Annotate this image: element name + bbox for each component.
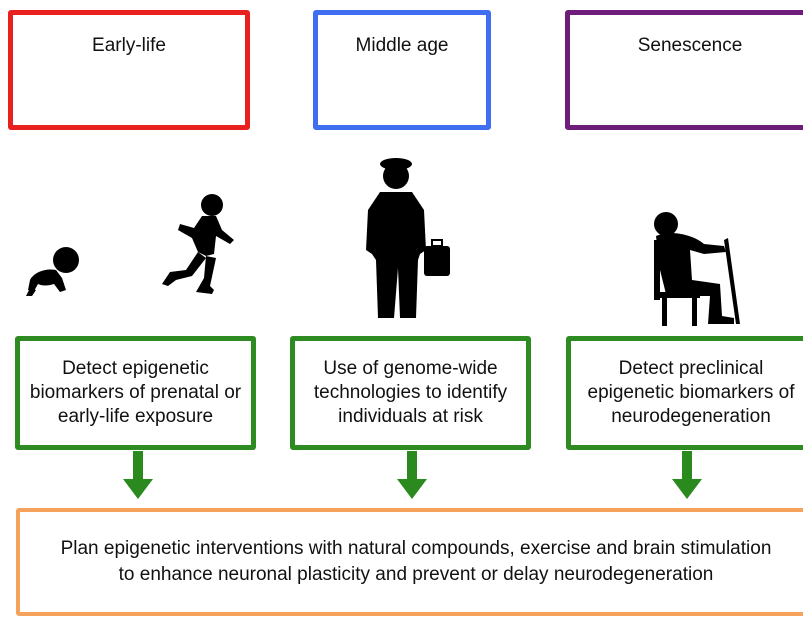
stage-box-senescence: Senescence: [565, 10, 803, 130]
crawling-baby-icon: [26, 247, 79, 296]
action-box-middle-age: Use of genome-wide technologies to ident…: [290, 336, 531, 450]
down-arrow-icon: [123, 451, 153, 499]
stage-box-middle-age: Middle age: [313, 10, 491, 130]
action-text-middle-age: Use of genome-wide technologies to ident…: [313, 358, 508, 427]
action-text-early-life: Detect epigenetic biomarkers of prenatal…: [29, 358, 242, 427]
down-arrow-icon: [672, 451, 702, 499]
down-arrow-icon: [397, 451, 427, 499]
stage-box-early-life: Early-life: [8, 10, 250, 130]
stage-label-middle-age: Middle age: [355, 35, 449, 56]
action-text-senescence: Detect preclinical epigenetic biomarkers…: [587, 358, 795, 427]
stage-label-senescence: Senescence: [637, 35, 743, 56]
standing-man-with-briefcase-icon: [366, 158, 450, 318]
stage-label-early-life: Early-life: [92, 35, 166, 56]
outcome-box: Plan epigenetic interventions with natur…: [16, 508, 803, 616]
action-box-early-life: Detect epigenetic biomarkers of prenatal…: [15, 336, 256, 450]
outcome-text: Plan epigenetic interventions with natur…: [60, 538, 772, 585]
running-child-icon: [162, 194, 234, 294]
action-box-senescence: Detect preclinical epigenetic biomarkers…: [566, 336, 803, 450]
seated-elderly-man-with-cane-icon: [654, 212, 740, 326]
